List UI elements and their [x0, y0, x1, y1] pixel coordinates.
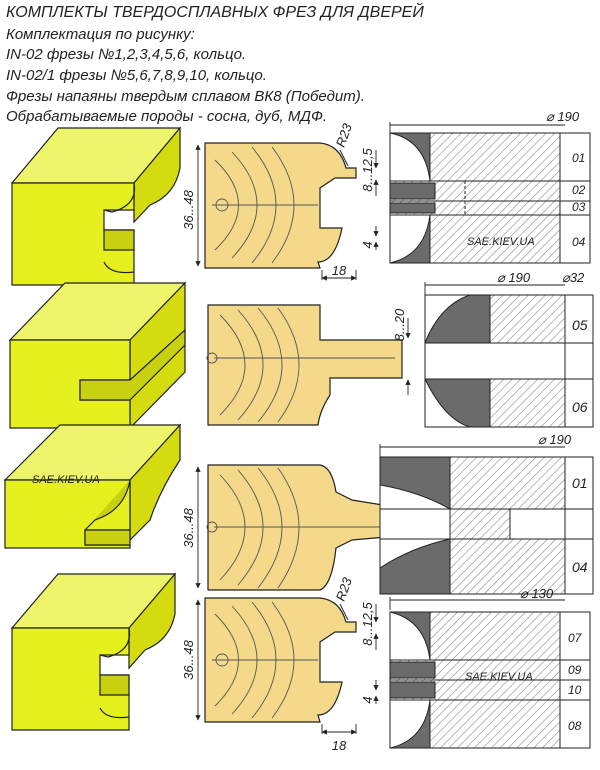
width-label-4: 18: [332, 738, 347, 753]
radius-label-4: R23: [333, 575, 356, 603]
cross-section-1: [204, 142, 357, 269]
profile-block-1: [10, 126, 182, 286]
diameter-label-2: ⌀ 190: [497, 270, 531, 285]
row-4: 36...48 R23 8...12,5 4 18 SAE.KIEV.UA ⌀ …: [10, 572, 591, 753]
bore-diameter-label: ⌀32: [562, 270, 585, 285]
profile-block-2: [8, 281, 187, 430]
part-label-04b: 04: [572, 559, 588, 575]
height-label-3: 36...48: [181, 507, 196, 548]
dimensions-1: [195, 144, 379, 281]
dimensions-4: [195, 597, 565, 735]
watermark-3: SAE.KIEV.UA: [465, 671, 533, 683]
watermark-2: SAE.KIEV.UA: [32, 474, 100, 486]
wood-note: Обрабатываемые породы - сосна, дуб, МДФ.: [6, 108, 328, 125]
row-2: 8...20 ⌀ 190 05 06: [8, 270, 594, 430]
part-label-10: 10: [568, 683, 582, 697]
diameter-label-1: ⌀ 190: [546, 109, 580, 124]
profile-block-4: [10, 572, 177, 731]
watermark-1: SAE.KIEV.UA: [467, 236, 535, 248]
row-3: SAE.KIEV.UA 36...48: [3, 423, 594, 595]
part-label-07: 07: [568, 631, 583, 645]
top-range-label-4: 8...12,5: [360, 602, 375, 646]
kit-in021: IN-02/1 фрезы №5,6,7,8,9,10, кольцо.: [6, 67, 267, 84]
part-label-09: 09: [568, 663, 582, 677]
top-range-label-1: 8...12,5: [360, 148, 375, 192]
part-label-04a: 04: [572, 235, 586, 249]
part-label-01a: 01: [572, 151, 585, 165]
dimensions-3: [195, 444, 565, 589]
part-label-06: 06: [572, 399, 588, 415]
small-dim-label-1: 4: [360, 241, 375, 248]
part-label-01b: 01: [572, 475, 588, 491]
height-label-1: 36...48: [181, 189, 196, 230]
carbide-note: Фрезы напаяны твердым сплавом ВК8 (Побед…: [6, 88, 365, 105]
cross-section-2: [206, 304, 403, 426]
profile-block-3: [3, 423, 182, 549]
page-title: КОМПЛЕКТЫ ТВЕРДОСПЛАВНЫХ ФРЕЗ ДЛЯ ДВЕРЕЙ: [6, 4, 424, 21]
dimensions-2: [405, 282, 565, 395]
kit-in02: IN-02 фрезы №1,2,3,4,5,6, кольцо.: [6, 46, 247, 63]
small-dim-label-4: 4: [360, 696, 375, 703]
part-label-05: 05: [572, 317, 588, 333]
cutter-assembly-1: [389, 122, 591, 264]
kit-intro: Комплектация по рисунку:: [6, 26, 195, 43]
range-label-2: 8...20: [392, 308, 407, 341]
part-label-03: 03: [572, 200, 586, 214]
part-label-08: 08: [568, 719, 582, 733]
diameter-label-3: ⌀ 190: [538, 432, 572, 447]
cross-section-4: [204, 597, 357, 723]
cutter-assembly-2: [424, 294, 594, 428]
cutter-assembly-3: [379, 456, 594, 595]
height-label-4: 36...48: [181, 639, 196, 680]
cross-section-3: [206, 464, 433, 591]
diameter-label-4: ⌀ 130: [520, 586, 554, 601]
cutter-assembly-4: [389, 611, 591, 749]
row-1: 36...48 R23 8...12,5 4 18 ⌀ 190 01 02: [10, 109, 591, 286]
width-label-1: 18: [332, 263, 347, 278]
part-label-02: 02: [572, 183, 586, 197]
radius-label-1: R23: [333, 121, 356, 149]
